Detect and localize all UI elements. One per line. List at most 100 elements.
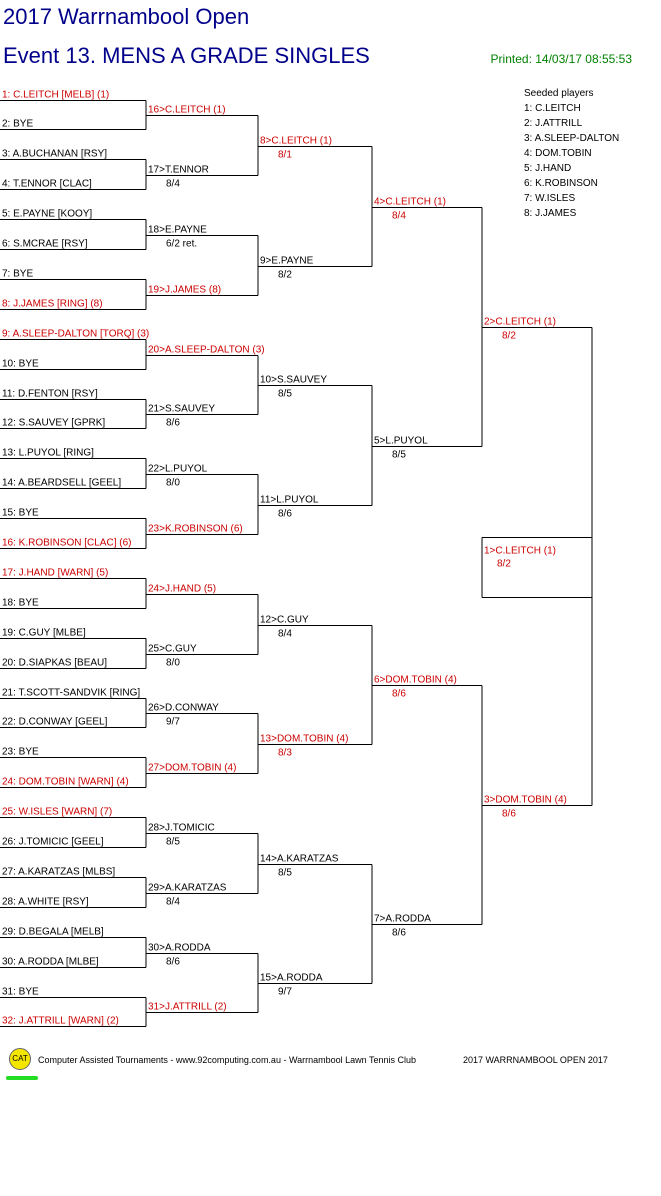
round3-score: 9/7 [278,987,292,998]
round2-winner: 21>S.SAUVEY [148,404,215,415]
seed-entry: 3: A.SLEEP-DALTON [524,133,620,144]
round2-winner: 30>A.RODDA [148,943,211,954]
round1-entry: 14: A.BEARDSELL [GEEL] [2,478,121,489]
seed-entry: 8: J.JAMES [524,208,577,219]
round1-entry: 31: BYE [2,987,39,998]
round2-score: 8/0 [166,658,180,669]
round5-score: 8/2 [502,331,516,342]
round2-score: 8/6 [166,957,180,968]
round1-entry: 22: D.CONWAY [GEEL] [2,717,108,728]
round2-winner: 20>A.SLEEP-DALTON (3) [148,345,265,356]
seed-entry: 2: J.ATTRILL [524,118,583,129]
round1-entry: 15: BYE [2,508,39,519]
round2-winner: 31>J.ATTRILL (2) [148,1002,227,1013]
footer-event: 2017 WARRNAMBOOL OPEN 2017 [463,1055,608,1065]
round4-score: 8/6 [392,928,406,939]
round3-winner: 14>A.KARATZAS [260,854,339,865]
round3-winner: 13>DOM.TOBIN (4) [260,734,348,745]
round5-winner: 2>C.LEITCH (1) [484,317,556,328]
round2-winner: 26>D.CONWAY [148,703,219,714]
round1-entry: 10: BYE [2,359,39,370]
final-winner: 1>C.LEITCH (1) [484,546,556,557]
round4-score: 8/5 [392,450,406,461]
round1-entry: 7: BYE [2,269,33,280]
round1-entry: 6: S.MCRAE [RSY] [2,239,88,250]
round4-score: 8/6 [392,689,406,700]
round4-winner: 4>C.LEITCH (1) [374,197,446,208]
round5-winner: 3>DOM.TOBIN (4) [484,795,567,806]
round1-entry: 19: C.GUY [MLBE] [2,628,86,639]
event-title: Event 13. MENS A GRADE SINGLES [3,43,370,68]
round2-winner: 24>J.HAND (5) [148,584,216,595]
round1-entry: 24: DOM.TOBIN [WARN] (4) [2,777,129,788]
round3-winner: 15>A.RODDA [260,973,323,984]
round3-winner: 9>E.PAYNE [260,256,314,267]
seed-entry: 7: W.ISLES [524,193,576,204]
logo-underline [6,1076,38,1080]
round1-entry: 29: D.BEGALA [MELB] [2,927,104,938]
seed-entry: 1: C.LEITCH [524,103,581,114]
seed-entry: 5: J.HAND [524,163,572,174]
round5-score: 8/6 [502,809,516,820]
round1-entry: 16: K.ROBINSON [CLAC] (6) [2,538,131,549]
seed-entry: 4: DOM.TOBIN [524,148,592,159]
round3-score: 8/2 [278,270,292,281]
round1-entry: 30: A.RODDA [MLBE] [2,957,99,968]
round2-score: 9/7 [166,717,180,728]
round1-entry: 20: D.SIAPKAS [BEAU] [2,658,107,669]
round1-entry: 5: E.PAYNE [KOOY] [2,209,92,220]
round3-winner: 8>C.LEITCH (1) [260,136,332,147]
round4-score: 8/4 [392,211,406,222]
round1-entry: 26: J.TOMICIC [GEEL] [2,837,104,848]
round2-winner: 18>E.PAYNE [148,225,207,236]
round3-score: 8/3 [278,748,292,759]
round3-winner: 11>L.PUYOL [260,495,319,506]
round2-winner: 19>J.JAMES (8) [148,285,221,296]
round1-entry: 2: BYE [2,119,33,130]
round1-entry: 13: L.PUYOL [RING] [2,448,94,459]
footer-credit: Computer Assisted Tournaments - www.92co… [38,1055,417,1065]
round2-score: 8/5 [166,837,180,848]
seeded-players-title: Seeded players [524,88,594,99]
round1-entry: 21: T.SCOTT-SANDVIK [RING] [2,688,140,699]
round4-winner: 6>DOM.TOBIN (4) [374,675,457,686]
round4-winner: 7>A.RODDA [374,914,431,925]
round1-entry: 28: A.WHITE [RSY] [2,897,89,908]
tournament-title: 2017 Warrnambool Open [3,4,250,29]
seeded-players-list: Seeded players 1: C.LEITCH 2: J.ATTRILL … [524,86,619,221]
round1-entry: 11: D.FENTON [RSY] [2,389,98,400]
round3-score: 8/1 [278,150,292,161]
round2-winner: 25>C.GUY [148,644,197,655]
round3-score: 8/5 [278,868,292,879]
round3-winner: 10>S.SAUVEY [260,375,327,386]
round2-winner: 29>A.KARATZAS [148,883,227,894]
round2-score: 8/6 [166,418,180,429]
round1-entry: 8: J.JAMES [RING] (8) [2,299,103,310]
round1-entry: 17: J.HAND [WARN] (5) [2,568,108,579]
round2-winner: 16>C.LEITCH (1) [148,105,226,116]
round1-entry: 3: A.BUCHANAN [RSY] [2,149,107,160]
round1-entry: 27: A.KARATZAS [MLBS] [2,867,115,878]
round1-entry: 4: T.ENNOR [CLAC] [2,179,92,190]
round1-entry: 12: S.SAUVEY [GPRK] [2,418,105,429]
final-score: 8/2 [497,559,511,570]
round2-winner: 27>DOM.TOBIN (4) [148,763,236,774]
round3-winner: 12>C.GUY [260,615,309,626]
round1-entry: 23: BYE [2,747,39,758]
round2-score: 8/0 [166,478,180,489]
round2-winner: 17>T.ENNOR [148,165,209,176]
round1-entry: 32: J.ATTRILL [WARN] (2) [2,1016,119,1027]
round2-winner: 28>J.TOMICIC [148,823,215,834]
round3-score: 8/4 [278,629,292,640]
round2-winner: 22>L.PUYOL [148,464,208,475]
round1-entry: 9: A.SLEEP-DALTON [TORQ] (3) [2,329,149,340]
round1-entry: 1: C.LEITCH [MELB] (1) [2,90,109,101]
round2-score: 6/2 ret. [166,239,197,250]
seed-entry: 6: K.ROBINSON [524,178,598,189]
round2-score: 8/4 [166,897,180,908]
round3-score: 8/6 [278,509,292,520]
printed-timestamp: Printed: 14/03/17 08:55:53 [490,52,632,66]
round1-entry: 18: BYE [2,598,39,609]
round3-score: 8/5 [278,389,292,400]
